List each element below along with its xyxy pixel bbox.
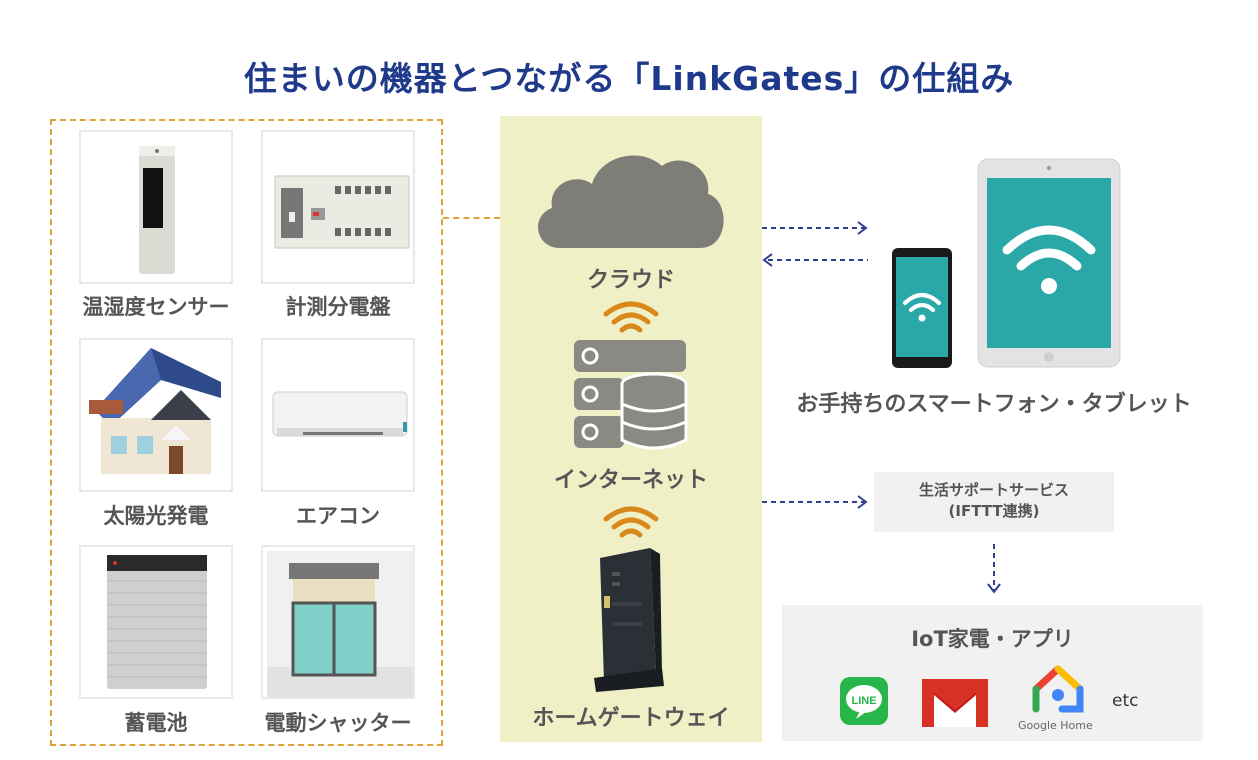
phones-label: お手持ちのスマートフォン・タブレット (796, 392, 1192, 417)
device-tile-battery (79, 545, 233, 699)
device-label-distribution-board: 計測分電盤 (285, 295, 391, 319)
device-tile-aircon (261, 338, 415, 492)
storage-battery-icon (107, 555, 207, 689)
cloud-icon (538, 155, 724, 248)
solar-house-icon (89, 348, 221, 474)
device-label-aircon: エアコン (296, 504, 380, 528)
wifi-orange-icon-2 (603, 506, 659, 538)
device-label-solar: 太陽光発電 (103, 504, 209, 528)
server-database-icon (574, 340, 688, 450)
distribution-board-icon (274, 175, 410, 249)
internet-label: インターネット (553, 468, 708, 493)
arrow-service (762, 495, 868, 509)
device-label-shutter: 電動シャッター (264, 711, 412, 735)
home-gateway-icon (594, 548, 664, 692)
device-label-sensor: 温湿度センサー (82, 295, 230, 319)
iot-etc: etc (1112, 691, 1139, 711)
electric-shutter-icon (267, 551, 413, 697)
iot-title: IoT家電・アプリ (911, 627, 1074, 651)
service-box: 生活サポートサービス (IFTTT連携) (874, 472, 1114, 532)
arrow-iot (987, 544, 1001, 594)
gmail-icon (922, 679, 988, 727)
devices-frame (50, 119, 443, 746)
air-conditioner-icon (272, 391, 408, 437)
device-tile-solar (79, 338, 233, 492)
service-line2: (IFTTT連携) (948, 502, 1040, 520)
tablet-icon (977, 158, 1121, 368)
wifi-orange-icon (603, 301, 659, 333)
google-home-icon (1032, 665, 1084, 713)
device-tile-distribution-board (261, 130, 415, 284)
cloud-label: クラウド (586, 268, 675, 293)
line-app-icon: LINE (840, 677, 888, 725)
temperature-humidity-sensor-icon (139, 146, 175, 274)
google-home-text: Google Home (1018, 719, 1093, 732)
gateway-label: ホームゲートウェイ (532, 706, 730, 731)
service-line1: 生活サポートサービス (918, 481, 1069, 499)
connector-devices-center (443, 217, 500, 219)
device-label-battery: 蓄電池 (124, 711, 188, 735)
iot-box: IoT家電・アプリ LINE Google Home etc (782, 605, 1203, 741)
device-tile-shutter (261, 545, 415, 699)
arrows-phones (762, 221, 868, 267)
smartphone-icon (892, 248, 952, 368)
line-logo-text: LINE (851, 695, 876, 707)
device-tile-sensor (79, 130, 233, 284)
page-title: 住まいの機器とつながる「LinkGates」の仕組み (243, 59, 1015, 98)
